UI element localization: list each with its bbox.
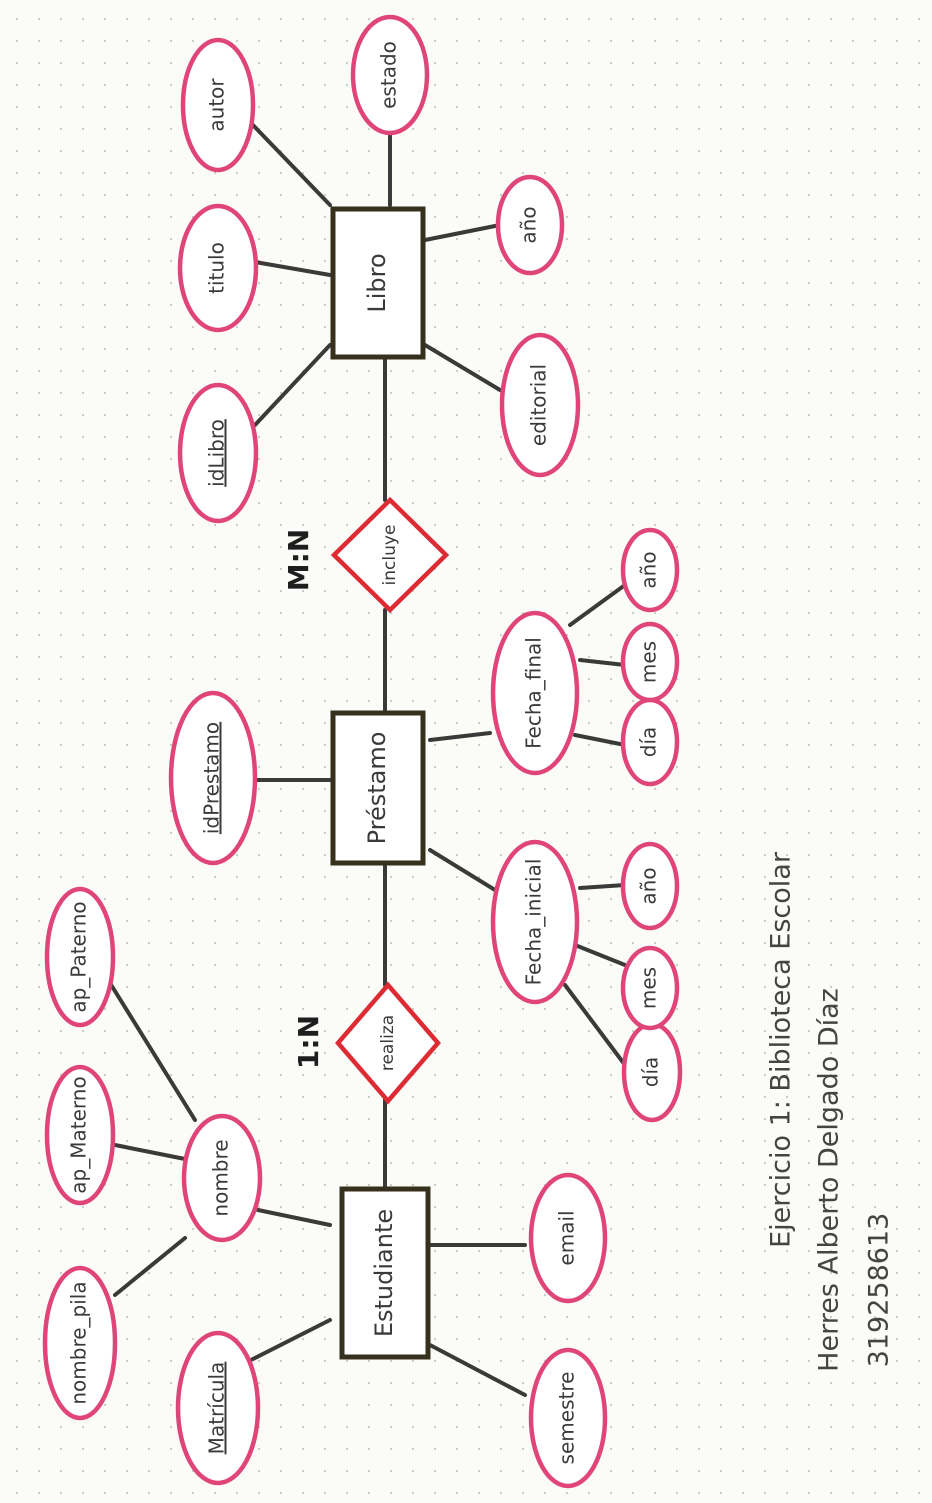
attribute-ellipse [620,841,680,931]
attribute-label: año [637,551,661,588]
attribute-matricula: Matrícula [175,1330,261,1486]
entity-libro: Libro [330,206,426,360]
attribute-ellipse [175,1330,261,1486]
attribute-label: día [639,1057,663,1088]
attribute-ellipse [528,1347,608,1489]
attribute-label: email [555,1210,579,1265]
attribute-ellipse [44,886,116,1028]
attribute-ellipse [620,945,680,1031]
attribute-ellipse [528,1172,608,1304]
entity-box [339,1186,431,1360]
key-attribute-label: idLibro [205,419,229,487]
relationship-label: realiza [378,1015,398,1071]
entity-estudiante: Estudiante [339,1186,431,1360]
attribute-ff_ano: año [620,527,680,613]
entity-box [330,710,426,866]
attribute-ellipse [180,37,256,173]
attribute-ellipse [499,332,581,478]
entity-prestamo: Préstamo [330,710,426,866]
attribute-label: mes [637,641,661,683]
entities: Estudiante Préstamo Libro [330,206,431,1360]
attribute-label: ap_Paterno [67,901,91,1012]
key-attribute-label: Matrícula [205,1362,229,1455]
connector-lines [103,120,627,1397]
entity-label: Libro [363,253,391,312]
attribute-ellipse [495,174,565,276]
attribute-titulo: titulo [177,203,259,333]
attribute-ellipse [168,690,258,866]
attribute-editorial: editorial [499,332,581,478]
attribute-ellipse [490,610,580,776]
attribute-idlibro: idLibro [177,382,259,524]
attribute-label: nombre [209,1139,233,1216]
key-attribute-label: idPrestamo [200,722,224,834]
attribute-fi_mes: mes [620,945,680,1031]
attribute-label: autor [205,78,229,132]
attribute-ellipse [181,1113,263,1243]
attribute-ff_mes: mes [620,621,680,703]
cardinality-incluye: M:N [282,529,315,592]
footer-exercise-title: Ejercicio 1: Biblioteca Escolar [766,851,797,1248]
attribute-label: semestre [555,1372,579,1465]
attribute-ellipse [350,14,430,136]
relationship-label: incluye [380,525,400,586]
attribute-ellipse [177,382,259,524]
relationship-incluye: incluye [330,496,450,614]
attribute-label: estado [377,41,401,109]
attribute-ellipse [490,839,580,1005]
attribute-label: mes [637,967,661,1009]
attribute-fi_ano: año [620,841,680,931]
attribute-fi_dia: día [621,1021,683,1123]
attribute-email: email [528,1172,608,1304]
attribute-nombre_pila: nombre_pila [42,1265,118,1421]
entity-box [330,206,426,360]
attribute-ellipse [620,527,680,613]
footer-student-id: 319258613 [864,1213,895,1368]
relationship-diamond [330,496,450,614]
attribute-fecha_inicial: Fecha_inicial [490,839,580,1005]
footer-author-name: Herres Alberto Delgado Díaz [814,988,845,1372]
attribute-semestre: semestre [528,1347,608,1489]
entity-label: Préstamo [363,732,391,845]
attribute-autor: autor [180,37,256,173]
attribute-nombre: nombre [181,1113,263,1243]
attribute-label: Fecha_final [522,637,546,749]
attribute-ellipse [620,621,680,703]
relationship-realiza: realiza [335,981,441,1105]
attribute-label: titulo [205,242,229,294]
attribute-label: nombre_pila [67,1281,91,1404]
attribute-ellipse [42,1265,118,1421]
attribute-ellipse [177,203,259,333]
attribute-ff_dia: día [620,697,680,787]
attribute-idprestamo: idPrestamo [168,690,258,866]
attribute-ap_paterno: ap_Paterno [44,886,116,1028]
relationships: realiza incluye [330,496,450,1105]
attribute-label: ap_Materno [67,1076,91,1193]
attribute-fecha_final: Fecha_final [490,610,580,776]
relationship-diamond [335,981,441,1105]
attribute-label: año [517,206,541,243]
attribute-label: Fecha_inicial [522,859,546,986]
cardinality-realiza: 1:N [292,1015,325,1069]
attributes: Matrícula nombre_pila nombre ap_Materno ap_P… [42,14,683,1489]
attribute-ellipse [44,1064,116,1206]
attribute-ap_materno: ap_Materno [44,1064,116,1206]
attribute-label: año [637,867,661,904]
attribute-label: editorial [527,364,551,446]
entity-label: Estudiante [370,1209,398,1337]
attribute-lb_ano: año [495,174,565,276]
attribute-label: día [637,727,661,758]
attribute-estado: estado [350,14,430,136]
